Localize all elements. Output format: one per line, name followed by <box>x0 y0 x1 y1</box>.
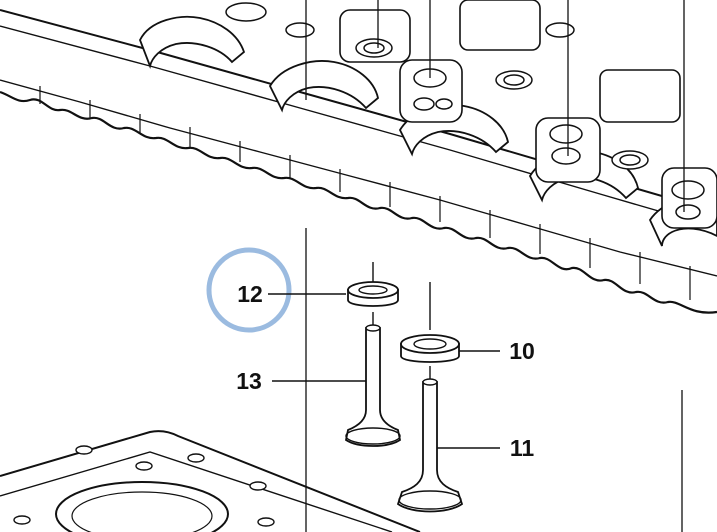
callout-10[interactable]: 10 <box>459 338 535 364</box>
callout-12[interactable]: 12 <box>206 247 346 333</box>
callout-13[interactable]: 13 <box>236 368 366 394</box>
callout-label-12: 12 <box>237 281 263 307</box>
valve-13 <box>344 312 402 447</box>
callout-label-10: 10 <box>509 338 535 364</box>
valve-stem-seal-10 <box>400 282 460 363</box>
callout-11[interactable]: 11 <box>437 435 534 461</box>
head-gasket <box>0 430 421 532</box>
valve-stem-seal-12 <box>347 262 399 307</box>
callout-label-11: 11 <box>510 435 535 461</box>
callout-label-13: 13 <box>236 368 262 394</box>
valve-11 <box>396 366 464 513</box>
highlight-ring <box>206 247 292 333</box>
